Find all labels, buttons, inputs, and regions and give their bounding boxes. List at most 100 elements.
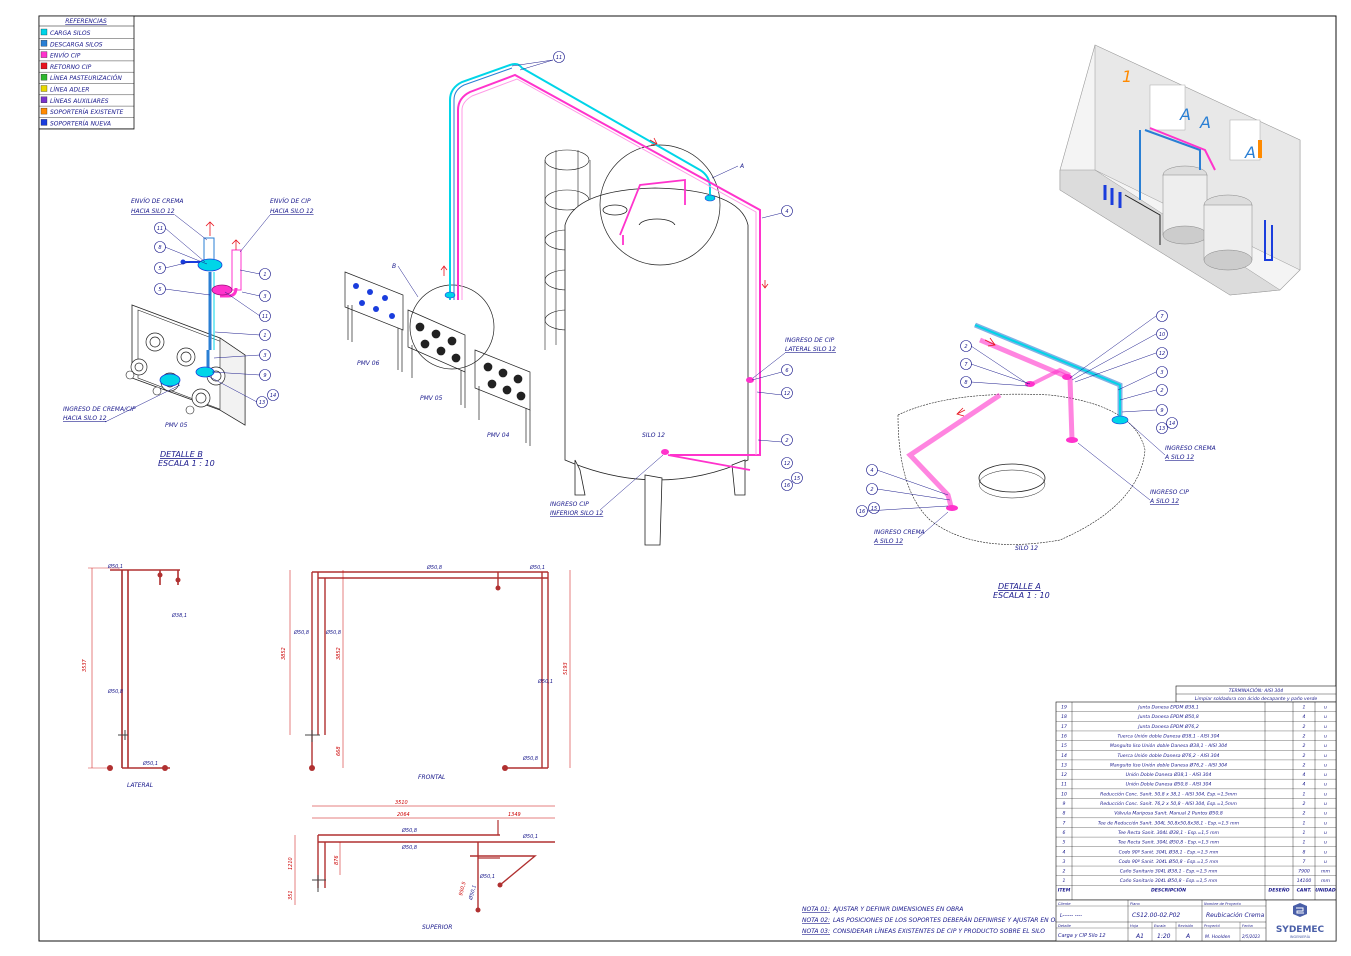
- item-balloon-number: 1: [263, 333, 266, 339]
- notes: NOTA 01:AJUSTAR Y DEFINIR DIMENSIONES EN…: [802, 906, 1068, 935]
- bom-qty: 1: [1303, 791, 1306, 797]
- frontal-dim-l2: Ø50,8: [325, 629, 341, 636]
- bom-item: 19: [1061, 705, 1067, 711]
- bom-desc: Junta Danesa EPDM Ø50,8: [1137, 713, 1199, 720]
- item-balloon-number: 2: [1160, 388, 1163, 394]
- item-balloon: 14: [1166, 417, 1178, 429]
- lateral-dim-d1: Ø50,1: [107, 563, 123, 570]
- legend-title: REFERENCIAS: [65, 18, 107, 25]
- tb-cliente: L------ ----: [1060, 913, 1082, 919]
- legend-label: LÍNEA ADLER: [50, 87, 89, 94]
- item-balloon: 9: [259, 369, 271, 381]
- item-balloon-number: 7: [1160, 314, 1164, 320]
- lateral-dim-d4: Ø50,8: [107, 688, 123, 695]
- item-balloon-number: 12: [784, 461, 790, 467]
- detail-a-title: DETALLE A: [998, 582, 1041, 591]
- superior-dim-w1: 3510: [395, 800, 408, 806]
- item-balloon: 15: [791, 472, 803, 484]
- legend-label: RETORNO CIP: [50, 64, 92, 71]
- tb-plano: CS12.00-02.P02: [1132, 912, 1180, 919]
- bom-desc: Tuerca Unión doble Danesa Ø38,1 - AISI 3…: [1118, 732, 1220, 739]
- superior-dim-h3: 351: [288, 890, 294, 900]
- bom-item: 4: [1063, 849, 1066, 855]
- bom-header-desc: DESCRIPCIÓN: [1151, 887, 1186, 894]
- item-balloon: 2: [960, 340, 972, 352]
- bom-item: 10: [1061, 791, 1067, 797]
- bom-item: 18: [1061, 714, 1067, 720]
- superior-dim-w2: 2064: [397, 812, 410, 818]
- detail-b-label-envio-cip-2: HACIA SILO 12: [270, 208, 314, 215]
- bom-qty: 2: [1303, 801, 1306, 807]
- bom-unit: u: [1324, 812, 1327, 817]
- bom-unit: u: [1324, 792, 1327, 797]
- bom-qty: 7900: [1298, 869, 1310, 875]
- ingreso-inferior-label-2: INFERIOR SILO 12: [550, 510, 603, 517]
- item-balloon: 16: [856, 505, 868, 517]
- item-balloon-number: 4: [870, 468, 873, 474]
- item-balloon: 4: [781, 205, 793, 217]
- render-3d: 1 A A A: [1059, 44, 1301, 296]
- legend-swatch: [40, 40, 48, 47]
- ingreso-lateral-label: INGRESO DE CIP: [785, 337, 835, 344]
- bom-unit: u: [1324, 783, 1327, 788]
- item-balloon: 3: [259, 290, 271, 302]
- bom-item: 2: [1063, 869, 1066, 875]
- legend-row: SOPORTERÍA EXISTENTE: [39, 107, 134, 118]
- item-balloon-number: 14: [270, 393, 276, 399]
- legend-label: SOPORTERÍA EXISTENTE: [50, 109, 124, 116]
- bom-qty: 7: [1303, 859, 1306, 865]
- legend-row: LÍNEA ADLER: [39, 85, 134, 96]
- tb-h-proyecto2: Proyectó: [1204, 924, 1221, 928]
- bom-qty: 2: [1303, 762, 1306, 768]
- pmv05-panel-detail: [125, 304, 246, 426]
- bom-qty: 8: [1303, 849, 1306, 855]
- detail-a-ingreso-cip-b: A SILO 12: [1149, 498, 1179, 505]
- render-arrow-4: A: [1244, 143, 1256, 162]
- item-balloon-number: 12: [1159, 351, 1165, 357]
- bom-desc: Tee de Reducción Sanit. 304L 50,8x50,8x3…: [1098, 819, 1240, 826]
- frontal-dim-l1: Ø50,8: [293, 629, 309, 636]
- bom-item: 8: [1063, 811, 1066, 817]
- item-balloon: 11: [154, 222, 166, 234]
- item-balloon: 6: [781, 364, 793, 376]
- legend-swatch: [40, 107, 48, 115]
- bom-qty: 1: [1303, 705, 1306, 711]
- item-balloon: 16: [781, 479, 793, 491]
- bom-qty: 2: [1303, 811, 1306, 817]
- sheet-border: [38, 15, 1337, 942]
- item-balloon-number: 8: [964, 380, 967, 386]
- legend-label: CARGA SILOS: [50, 30, 91, 37]
- detail-b-callout-label: B: [392, 263, 396, 270]
- detail-a-ingreso-crema-1b: A SILO 12: [1164, 454, 1194, 461]
- detail-a: SILO 12 DETALLE A ESCALA 1 : 10 INGRESO …: [856, 310, 1216, 600]
- item-balloon-number: 11: [262, 314, 268, 320]
- legend-label: ENVÍO CIP: [50, 53, 81, 60]
- superior-dim-w3: 1349: [508, 812, 521, 818]
- bom-unit: u: [1324, 821, 1327, 826]
- item-balloon: 13: [256, 396, 268, 408]
- legend-row: RETORNO CIP: [39, 62, 134, 73]
- item-balloon-number: 3: [1160, 370, 1163, 376]
- item-balloon: 15: [868, 502, 880, 514]
- item-balloon: 10: [1156, 328, 1168, 340]
- bom-item: 3: [1063, 859, 1066, 865]
- bill-of-materials: TERMINACIÓN: AISI 304 Limpiar soldadura …: [1055, 685, 1337, 901]
- legend: REFERENCIAS CARGA SILOS DESCARGA SILOS ENV…: [38, 15, 135, 130]
- pmv06-panel: [344, 271, 404, 372]
- bom-desc: Unión Doble Danesa Ø50,8 - AISI 304: [1126, 781, 1212, 788]
- detail-b: ENVÍO DE CREMA HACIA SILO 12 ENVÍO DE CI…: [63, 198, 314, 468]
- bom-unit: u: [1324, 850, 1327, 855]
- brand-sub: INGENIERÍA: [1290, 934, 1311, 939]
- brand-name: SYDEMEC: [1276, 925, 1325, 935]
- legend-label: DESCARGA SILOS: [50, 41, 103, 48]
- frontal-dim-h1: 3852: [281, 647, 287, 660]
